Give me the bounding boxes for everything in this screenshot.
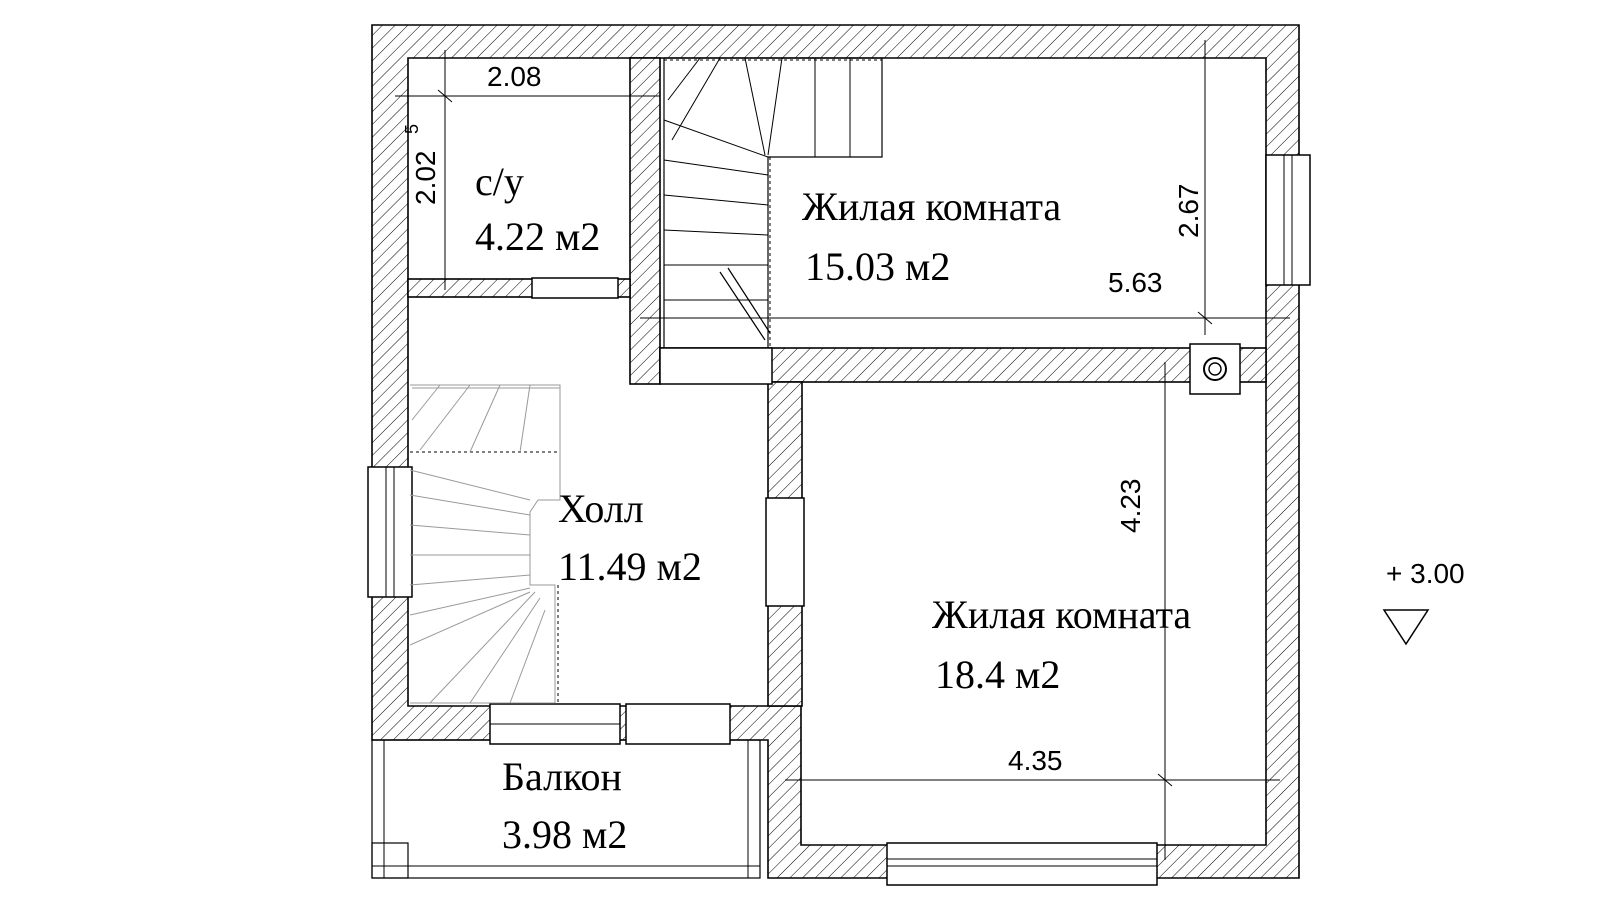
living-bottom-name: Жилая комната [932,592,1191,637]
bath-door [531,277,619,299]
openings [367,154,1311,886]
wall-bath-right [629,57,661,385]
hall-area: 11.49 м2 [558,544,702,589]
dim-bath-height-sup: 5 [402,124,422,134]
hall-name: Холл [558,486,644,531]
level-marker: + 3.00 [1382,558,1465,646]
dimension-lines [395,40,1290,860]
dimension-labels: 2.08 2.02 5 5.63 2.67 4.23 4.35 [402,61,1204,776]
living-top-name: Жилая комната [802,184,1061,229]
bath-area: 4.22 м2 [475,214,600,259]
balcony-area: 3.98 м2 [502,812,627,857]
balcony-post [371,842,409,879]
window-right [1265,154,1311,286]
dim-living-top-height: 2.67 [1173,184,1204,239]
stair-entry [659,347,773,385]
bath-name: с/у [475,159,524,204]
level-mark-text: + 3.00 [1386,558,1465,589]
room-labels: с/у 4.22 м2 Жилая комната 15.03 м2 Холл … [475,159,1191,857]
vent-box [1189,343,1241,395]
partition-door [765,497,805,607]
dim-living-top-width: 5.63 [1108,267,1163,298]
dim-living-bottom-width: 4.35 [1008,745,1063,776]
living-top-area: 15.03 м2 [805,244,950,289]
staircase-upper [663,57,883,348]
dim-living-bottom-height: 4.23 [1115,479,1146,534]
level-triangle-icon [1382,609,1430,646]
outer-walls [371,24,1300,879]
vent-icon [1203,357,1227,381]
staircase-lower [409,384,561,704]
dim-bath-height: 2.02 [410,151,441,206]
living-bottom-area: 18.4 м2 [935,652,1060,697]
walls [371,24,1300,879]
balcony-name: Балкон [502,754,622,799]
balcony-window [625,703,731,745]
window-left [367,466,413,598]
window-bottom [886,842,1158,886]
dim-bath-width: 2.08 [487,61,542,92]
